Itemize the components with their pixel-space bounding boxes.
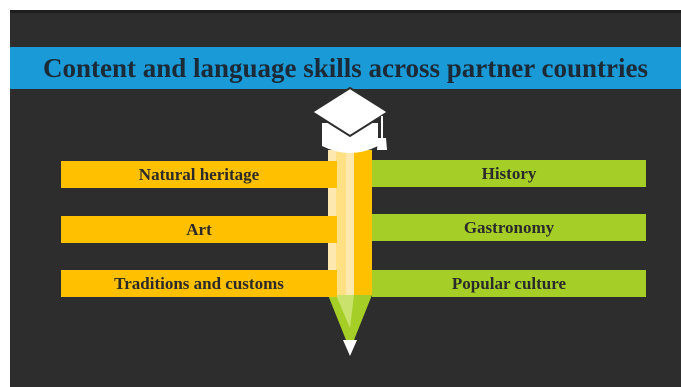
- topic-bar-natural-heritage: Natural heritage: [61, 161, 337, 188]
- topic-label: Gastronomy: [463, 217, 555, 237]
- topic-label: Popular culture: [451, 273, 567, 293]
- top-strip: [10, 10, 681, 13]
- title-banner: Content and language skills across partn…: [10, 47, 681, 89]
- topic-bar-gastronomy: Gastronomy: [372, 214, 646, 241]
- topic-label: Natural heritage: [138, 164, 260, 184]
- topic-bar-popular-culture: Popular culture: [372, 270, 646, 297]
- topic-label: Traditions and customs: [114, 273, 284, 293]
- topic-label: Art: [186, 219, 212, 239]
- graduation-cap-icon: [310, 86, 390, 153]
- topic-label: History: [481, 163, 537, 183]
- slide: Content and language skills across partn…: [10, 10, 681, 387]
- topic-bar-traditions-and-customs: Traditions and customs: [61, 270, 337, 297]
- topic-bar-art: Art: [61, 216, 337, 243]
- topic-bar-history: History: [372, 160, 646, 187]
- slide-title: Content and language skills across partn…: [42, 52, 649, 83]
